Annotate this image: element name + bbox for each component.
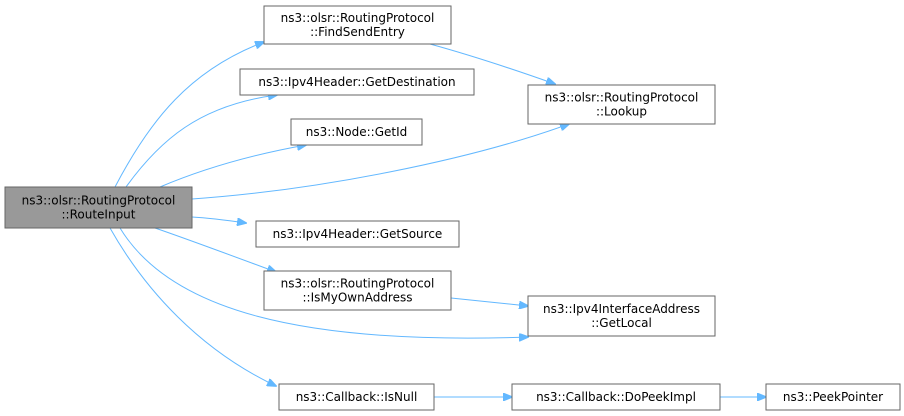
edge-route-input-to-get-local: [119, 227, 528, 338]
node-label-line: ns3::Ipv4Header::GetSource: [273, 227, 443, 241]
node-label-line: ns3::Ipv4InterfaceAddress: [543, 302, 700, 316]
node-get-id[interactable]: ns3::Node::GetId: [290, 118, 423, 146]
node-box: [511, 383, 721, 411]
node-box: [255, 220, 460, 248]
node-route-input[interactable]: ns3::olsr::RoutingProtocol::RouteInput: [4, 186, 193, 229]
node-get-source[interactable]: ns3::Ipv4Header::GetSource: [255, 220, 460, 248]
node-label-line: ::IsMyOwnAddress: [303, 291, 413, 305]
node-box: [263, 5, 452, 45]
node-label-line: ::Lookup: [596, 105, 647, 119]
node-box: [527, 84, 716, 125]
node-peek-pointer[interactable]: ns3::PeekPointer: [765, 383, 901, 411]
node-is-my-own-address[interactable]: ns3::olsr::RoutingProtocol::IsMyOwnAddre…: [263, 270, 452, 311]
node-box: [765, 383, 901, 411]
node-label-line: ns3::olsr::RoutingProtocol: [281, 11, 435, 25]
node-box: [278, 383, 435, 411]
edge-route-input-to-lookup: [191, 124, 569, 200]
node-label-line: ns3::Node::GetId: [306, 125, 408, 139]
edge-route-input-to-is-null: [109, 227, 276, 386]
node-label-line: ns3::PeekPointer: [783, 390, 883, 404]
node-label-line: ::RouteInput: [62, 208, 136, 222]
node-box: [527, 295, 716, 337]
node-label-line: ns3::olsr::RoutingProtocol: [22, 194, 176, 208]
node-is-null[interactable]: ns3::Callback::IsNull: [278, 383, 435, 411]
node-box: [263, 270, 452, 311]
edge-route-input-to-get-destination: [125, 95, 277, 188]
edge-route-input-to-get-id: [159, 145, 306, 188]
node-get-destination[interactable]: ns3::Ipv4Header::GetDestination: [239, 68, 475, 96]
edge-route-input-to-is-my-own-address: [154, 227, 276, 272]
node-label-line: ::FindSendEntry: [310, 25, 405, 39]
node-label-line: ns3::Callback::IsNull: [296, 390, 418, 404]
nodes-layer: ns3::olsr::RoutingProtocol::RouteInputns…: [4, 5, 901, 411]
node-label-line: ns3::Callback::DoPeekImpl: [536, 390, 696, 404]
edge-is-my-own-address-to-get-local: [450, 297, 528, 306]
node-get-local[interactable]: ns3::Ipv4InterfaceAddress::GetLocal: [527, 295, 716, 337]
node-find-send-entry[interactable]: ns3::olsr::RoutingProtocol::FindSendEntr…: [263, 5, 452, 45]
edge-route-input-to-get-source: [191, 216, 246, 223]
node-label-line: ns3::olsr::RoutingProtocol: [281, 277, 435, 291]
node-lookup[interactable]: ns3::olsr::RoutingProtocol::Lookup: [527, 84, 716, 125]
node-box: [290, 118, 423, 146]
edge-route-input-to-find-send-entry: [114, 42, 264, 188]
edges-layer: [109, 42, 766, 397]
node-label-line: ::GetLocal: [591, 316, 652, 330]
node-label-line: ns3::Ipv4Header::GetDestination: [258, 75, 455, 89]
node-do-peek-impl[interactable]: ns3::Callback::DoPeekImpl: [511, 383, 721, 411]
node-box: [239, 68, 475, 96]
node-label-line: ns3::olsr::RoutingProtocol: [545, 91, 699, 105]
node-box: [4, 186, 193, 229]
edge-find-send-entry-to-lookup: [429, 43, 555, 84]
